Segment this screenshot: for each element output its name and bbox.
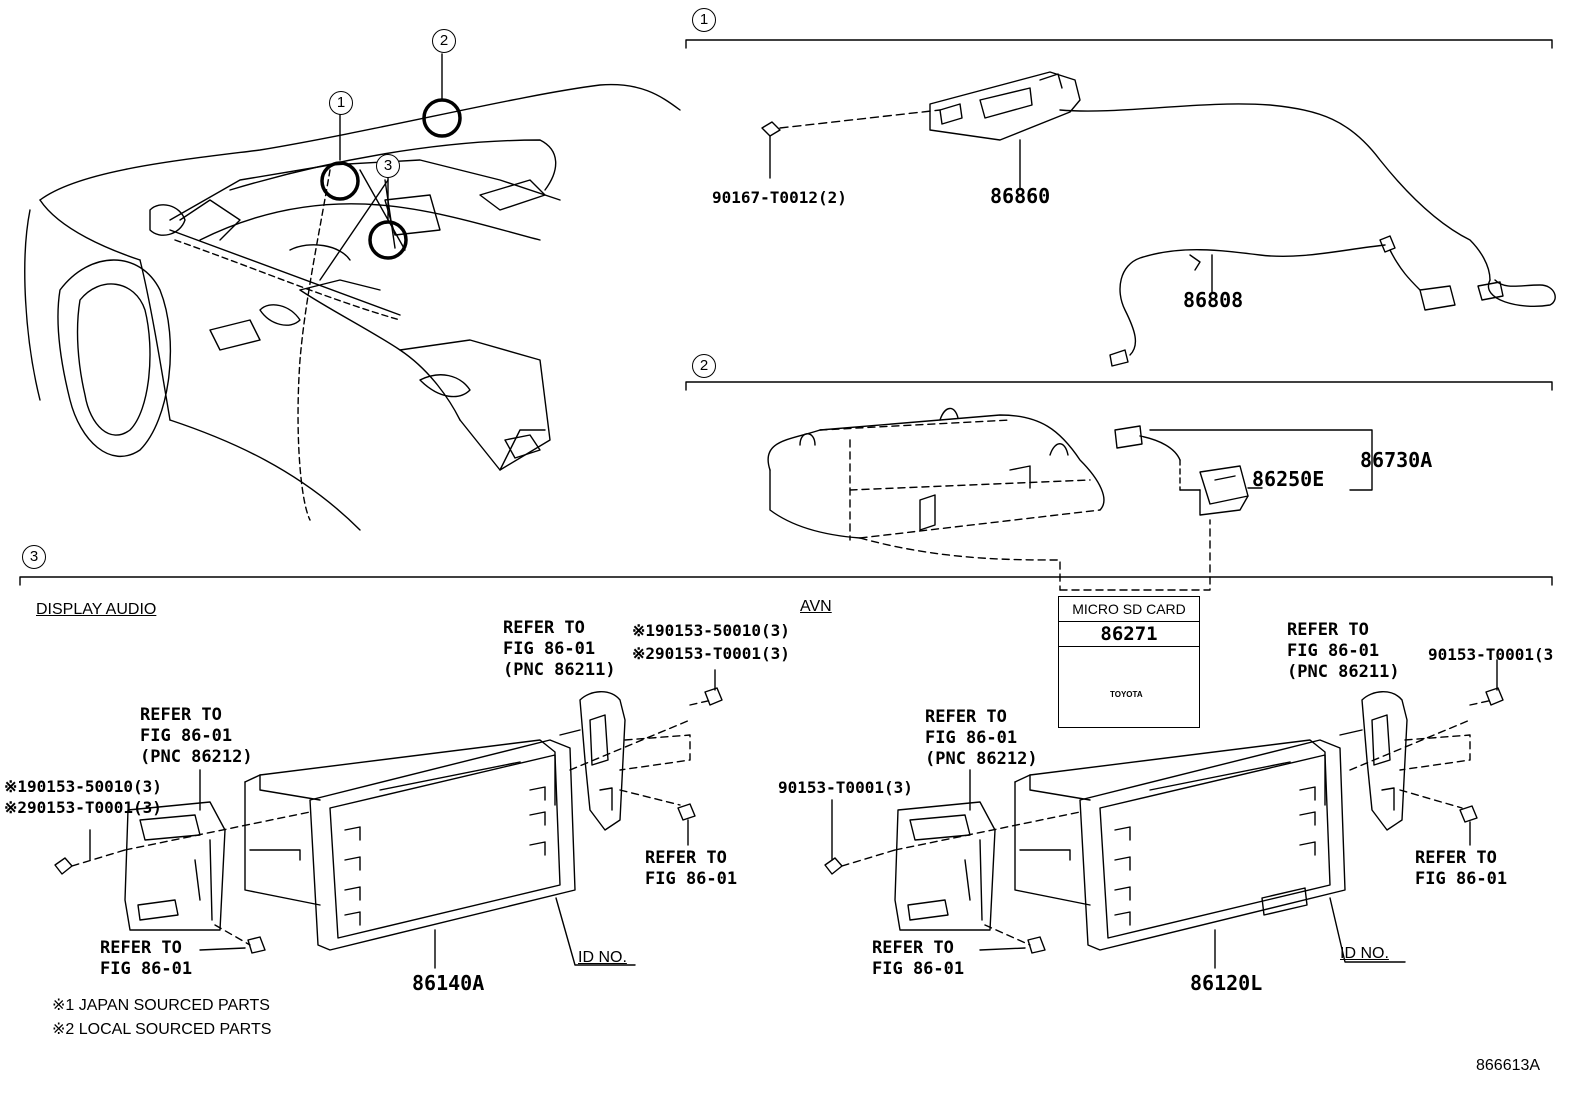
bolt-left-avn: 90153-T0001(3)	[778, 778, 913, 797]
overview-marker-3: 3	[376, 154, 400, 178]
overview-marker-1: 1	[329, 91, 353, 115]
refer-bracket-left-line1-avn: REFER TO	[925, 707, 1007, 727]
part-label-86730A: 86730A	[1360, 448, 1433, 472]
note-japan-sourced: ※1 JAPAN SOURCED PARTS	[52, 997, 270, 1014]
avn-drawing	[824, 654, 1504, 969]
refer-left-bottom-line2: FIG 86-01	[100, 959, 193, 979]
refer-right-bottom-line1: REFER TO	[645, 848, 727, 868]
refer-bracket-left-line3-avn: (PNC 86212)	[925, 749, 1038, 769]
display-audio-title: DISPLAY AUDIO	[36, 601, 157, 618]
refer-bracket-left-line2-avn: FIG 86-01	[925, 728, 1018, 748]
refer-bracket-right-line3: (PNC 86211)	[503, 660, 616, 680]
bolt-left-japan: ※190153-50010(3)	[4, 777, 162, 796]
refer-left-bottom-line1: REFER TO	[100, 938, 182, 958]
section-frames	[19, 39, 1553, 586]
display-audio-drawing	[54, 669, 723, 969]
section2-drawing	[767, 407, 1373, 591]
refer-bracket-left-line3: (PNC 86212)	[140, 747, 253, 767]
refer-bracket-right-line2-avn: FIG 86-01	[1287, 641, 1380, 661]
id-no-right: ID NO.	[1340, 945, 1389, 962]
note-local-sourced: ※2 LOCAL SOURCED PARTS	[52, 1021, 272, 1038]
id-no-left: ID NO.	[578, 949, 627, 966]
bolt-right-japan: ※190153-50010(3)	[632, 621, 790, 640]
overview-marker-2: 2	[432, 29, 456, 53]
refer-right-bottom-line1-avn: REFER TO	[1415, 848, 1497, 868]
bolt-label-90167: 90167-T0012(2)	[712, 188, 847, 207]
part-label-86271: 86271	[1059, 622, 1199, 647]
micro-sd-card-box: MICRO SD CARD 86271	[1058, 596, 1200, 728]
refer-right-bottom-line2-avn: FIG 86-01	[1415, 869, 1508, 889]
section-2-marker: 2	[692, 354, 716, 378]
part-label-86860: 86860	[990, 184, 1051, 208]
section-3-marker: 3	[22, 545, 46, 569]
refer-left-bottom-line2-avn: FIG 86-01	[872, 959, 965, 979]
part-label-86808: 86808	[1183, 288, 1244, 312]
refer-bracket-left-line1: REFER TO	[140, 705, 222, 725]
part-label-86140A: 86140A	[412, 971, 485, 995]
diagram-id: 866613A	[1476, 1057, 1541, 1074]
car-interior-overview	[24, 53, 681, 531]
refer-left-bottom-line1-avn: REFER TO	[872, 938, 954, 958]
refer-bracket-right-line1-avn: REFER TO	[1287, 620, 1369, 640]
refer-bracket-left-line2: FIG 86-01	[140, 726, 233, 746]
part-label-86250E: 86250E	[1252, 467, 1325, 491]
refer-bracket-right-line1: REFER TO	[503, 618, 585, 638]
part-label-86120L: 86120L	[1190, 971, 1263, 995]
avn-title: AVN	[800, 598, 832, 615]
section-1-marker: 1	[692, 8, 716, 32]
refer-right-bottom-line2: FIG 86-01	[645, 869, 738, 889]
bolt-right-local: ※290153-T0001(3)	[632, 644, 790, 663]
refer-bracket-right-line2: FIG 86-01	[503, 639, 596, 659]
micro-sd-card-brand: TOYOTA	[1110, 690, 1143, 699]
bolt-left-local: ※290153-T0001(3)	[4, 798, 162, 817]
bolt-right-avn: 90153-T0001(3	[1428, 645, 1554, 664]
refer-bracket-right-line3-avn: (PNC 86211)	[1287, 662, 1400, 682]
micro-sd-card-header: MICRO SD CARD	[1059, 597, 1199, 622]
section1-drawing	[761, 71, 1556, 367]
